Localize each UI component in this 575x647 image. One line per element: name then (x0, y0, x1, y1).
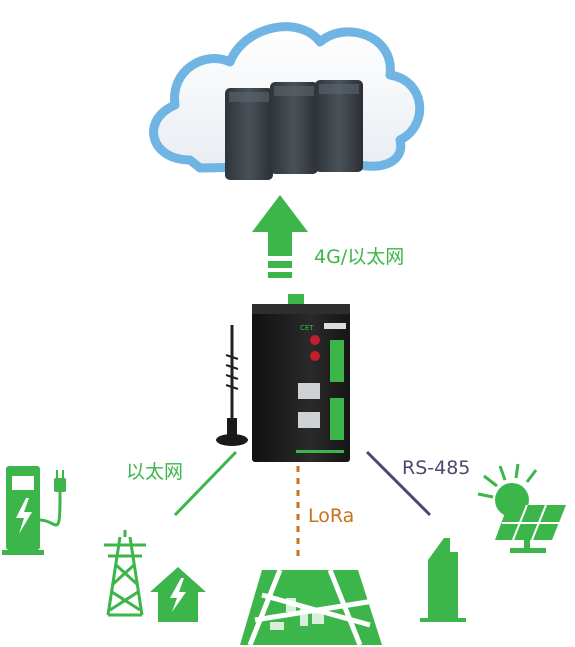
up-arrow-icon (252, 195, 308, 278)
device-brand: CET (300, 324, 314, 332)
solar-panel-icon (477, 463, 566, 553)
power-tower-icon (104, 530, 146, 617)
ev-charger-icon (2, 466, 66, 555)
gateway-device: CET (252, 294, 350, 462)
rs485-link (365, 450, 432, 517)
antenna-icon (216, 325, 248, 446)
uplink-label: 4G/以太网 (314, 246, 405, 268)
ethernet-label: 以太网 (126, 461, 184, 483)
rs485-label: RS-485 (402, 457, 471, 479)
ethernet-link (173, 450, 238, 517)
city-map-icon (240, 569, 382, 646)
house-icon (150, 567, 206, 622)
skyscraper-icon (420, 538, 466, 622)
lora-label: LoRa (308, 505, 355, 527)
server-icon (225, 80, 363, 180)
